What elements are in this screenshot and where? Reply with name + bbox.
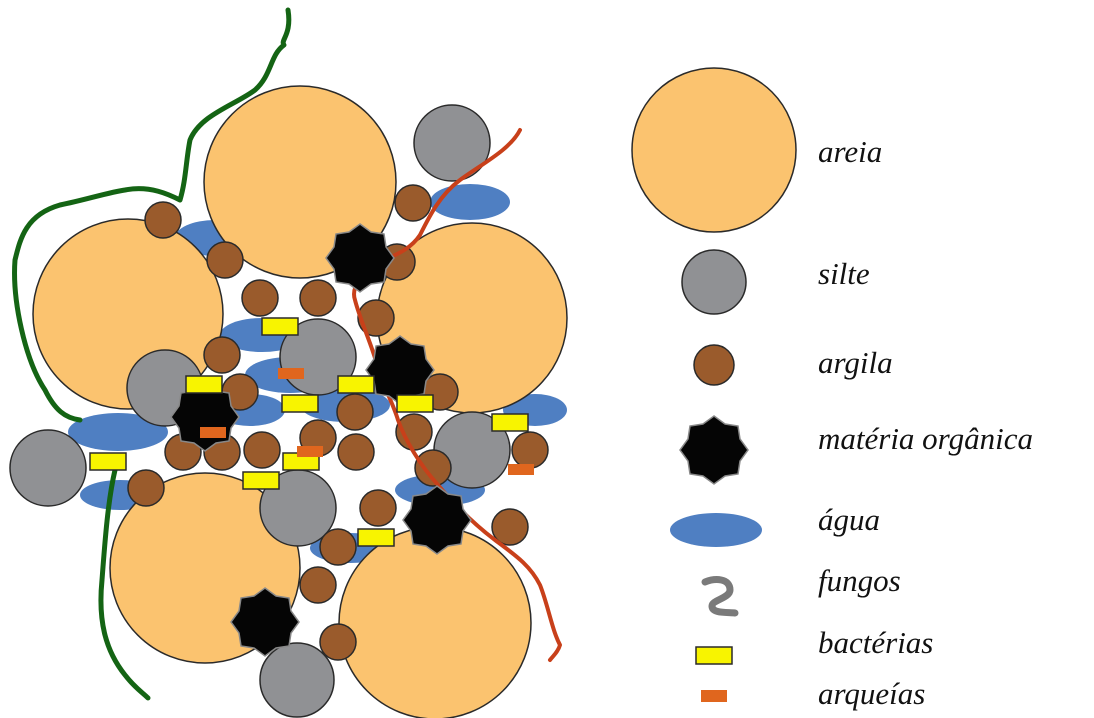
legend-item-sand: areia [631, 67, 882, 233]
water-film [68, 413, 168, 451]
clay-particle [337, 433, 375, 471]
bacterium [396, 394, 434, 413]
green-root [98, 467, 151, 701]
bacteria-swatch [695, 646, 733, 665]
legend-label-silt: silte [818, 256, 870, 291]
legend-item-water: água [670, 502, 880, 547]
bacteria [89, 317, 529, 547]
legend-label-clay: argila [818, 345, 893, 380]
sand-particle [338, 526, 532, 718]
sand-swatch [631, 67, 797, 233]
legend-label-organic: matéria orgânica [818, 421, 1033, 456]
archaeon [278, 368, 304, 379]
legend-label-sand: areia [818, 134, 882, 169]
organic-matter-star [325, 223, 395, 293]
clay-particle [127, 469, 165, 507]
silt-particle [259, 642, 335, 718]
clay-particle [241, 279, 279, 317]
legend-label-archaea: arqueías [818, 676, 925, 711]
sand-particle [203, 85, 397, 279]
legend-item-clay: argila [693, 344, 893, 386]
silt-swatch [681, 249, 747, 315]
clay-particle [299, 566, 337, 604]
clay-particle [206, 241, 244, 279]
archaea-swatch [701, 690, 727, 702]
organic-matter-star [402, 485, 472, 555]
clay-particle [299, 279, 337, 317]
clay-particle [394, 184, 432, 222]
legend-label-water: água [818, 502, 880, 537]
clay-particle [491, 508, 529, 546]
clay-particle [511, 431, 549, 469]
bacterium [89, 452, 127, 471]
clay-particle [203, 336, 241, 374]
organic-matter-star [230, 587, 300, 657]
legend-item-bacteria: bactérias [695, 625, 933, 665]
archaeon [297, 446, 323, 457]
bacterium [281, 394, 319, 413]
clay-particles [127, 184, 549, 661]
clay-particle [319, 528, 357, 566]
clay-particle [243, 431, 281, 469]
legend-item-organic: matéria orgânica [679, 415, 1033, 485]
organic-matter [170, 223, 472, 657]
legend-label-fungi: fungos [818, 563, 901, 598]
water-film [430, 184, 510, 220]
silt-particle [413, 104, 491, 182]
legend-item-archaea: arqueías [701, 676, 925, 711]
archaeon [508, 464, 534, 475]
archaeon [200, 427, 226, 438]
organic-matter-star [365, 335, 435, 405]
clay-particle [359, 489, 397, 527]
fungus-swatch [701, 576, 739, 617]
organic-matter-swatch [679, 415, 749, 485]
bacterium [491, 413, 529, 432]
clay-particle [336, 393, 374, 431]
clay-particle [414, 449, 452, 487]
legend: areia silte argila matéria orgânica água… [631, 67, 1033, 711]
archaea [200, 368, 534, 475]
legend-label-bacteria: bactérias [818, 625, 933, 660]
clay-particle [319, 623, 357, 661]
green-root [12, 7, 292, 423]
clay-particle [144, 201, 182, 239]
silt-particle [9, 429, 87, 507]
legend-item-fungi: fungos [701, 563, 901, 617]
bacterium [185, 375, 223, 394]
clay-particle [357, 299, 395, 337]
bacterium [261, 317, 299, 336]
bacterium [357, 528, 395, 547]
legend-item-silt: silte [681, 249, 870, 315]
clay-swatch [693, 344, 735, 386]
bacterium [242, 471, 280, 490]
water-swatch [670, 513, 762, 547]
bacterium [337, 375, 375, 394]
